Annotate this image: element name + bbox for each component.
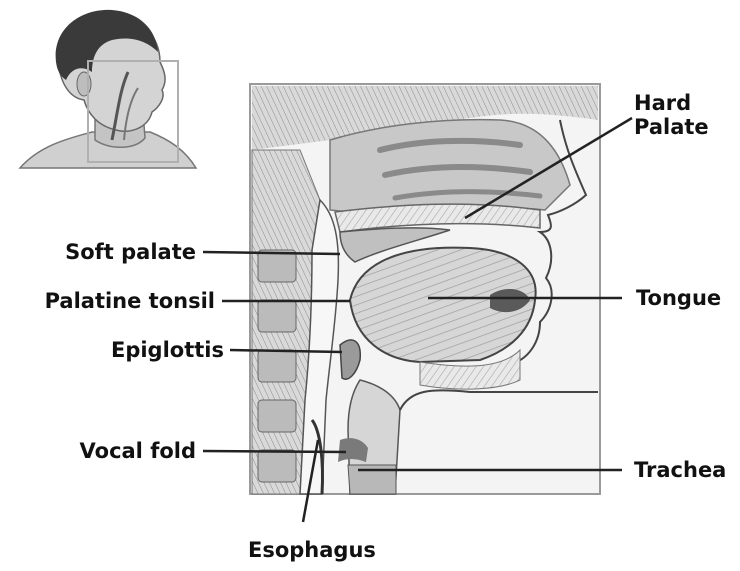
leader-vocal-fold: [203, 451, 346, 452]
sagittal-section-illustration: [250, 84, 600, 494]
label-epiglottis: Epiglottis: [111, 338, 224, 362]
label-tongue: Tongue: [636, 286, 721, 310]
label-hard-palate-line1: Hard: [634, 91, 709, 115]
label-hard-palate-line2: Palate: [634, 115, 709, 139]
label-vocal-fold: Vocal fold: [80, 439, 196, 463]
label-trachea: Trachea: [634, 458, 726, 482]
label-hard-palate: Hard Palate: [634, 91, 709, 139]
label-esophagus: Esophagus: [248, 538, 376, 562]
label-soft-palate: Soft palate: [65, 240, 196, 264]
head-inset-illustration: [20, 10, 196, 168]
label-palatine-tonsil: Palatine tonsil: [45, 289, 215, 313]
